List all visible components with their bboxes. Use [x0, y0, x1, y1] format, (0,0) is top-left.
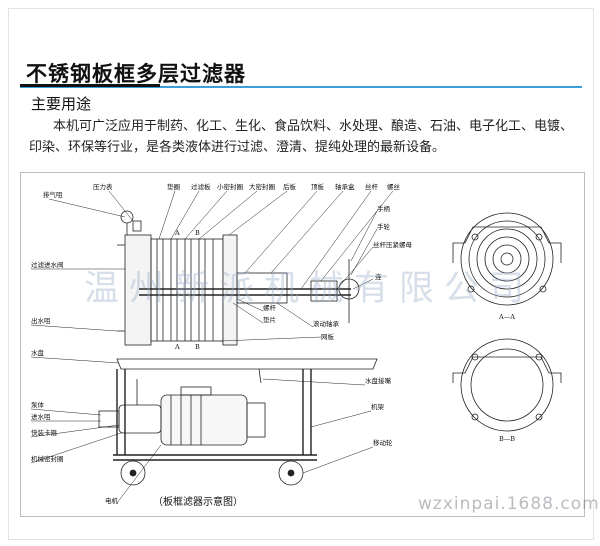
site-watermark: wzxinpai.1688.com — [418, 494, 600, 514]
company-watermark: 温州新派机械有限公司 — [84, 269, 535, 309]
page-title: 不锈钢板框多层过滤器 — [26, 62, 246, 86]
label-handwheel: 手轮 — [377, 222, 391, 231]
label-screw: 丝杆 — [365, 182, 379, 191]
label-top-board: 顶板 — [311, 182, 325, 191]
label-filter-inlet: 过滤进水阀 — [31, 260, 64, 269]
label-a-bottom: A — [174, 343, 180, 351]
label-rolling-bearing: 滚动轴承 — [313, 319, 340, 328]
label-inlet: 进水咀 — [31, 412, 51, 421]
filter-press-drawing — [98, 210, 378, 486]
label-water-tray: 水盘 — [31, 348, 45, 357]
label-small-seal: 小密封圈 — [217, 182, 243, 191]
label-motor: 电机 — [105, 496, 119, 505]
label-a-top: A — [174, 229, 180, 237]
label-nut: 螺丝 — [387, 182, 401, 191]
description-text: 本机可广泛应用于制药、化工、生化、食品饮料、水处理、酿造、石油、电子化工、电镀、… — [29, 119, 574, 155]
label-clamp: 快装卡箍 — [31, 428, 58, 437]
label-frame: 机架 — [371, 402, 385, 411]
label-lead-nut: 丝杆压紧螺母 — [373, 240, 413, 249]
label-vent: 排气咀 — [43, 190, 63, 199]
label-mesh: 网板 — [321, 332, 335, 341]
label-b-top: B — [195, 229, 200, 237]
label-wheel: 移动轮 — [373, 438, 393, 447]
page-frame — [8, 8, 594, 540]
label-pump: 泵体 — [31, 400, 45, 409]
label-large-seal: 大密封圈 — [249, 182, 275, 191]
label-section-b: B—B — [499, 435, 515, 443]
label-washer: 垫片 — [263, 315, 276, 324]
diagram-caption: （板框滤器示意图） — [153, 495, 243, 508]
label-gasket: 垫圈 — [167, 182, 180, 191]
label-section-a: A—A — [498, 313, 515, 321]
filter-diagram: 排气咀 压力表 垫圈 过滤板 小密封圈 大密封圈 后板 顶板 轴承盒 丝杆 螺丝… — [20, 172, 585, 517]
title-underline — [20, 84, 582, 88]
label-b-bottom: B — [195, 343, 200, 351]
label-connector: 连 — [375, 272, 382, 281]
label-gauge: 压力表 — [93, 182, 113, 191]
label-filter-board: 过滤板 — [191, 182, 211, 191]
label-bearing-box: 轴承盒 — [335, 182, 355, 191]
leader-lines — [30, 190, 394, 504]
label-outlet: 出水咀 — [31, 316, 51, 325]
section-a-drawing — [452, 212, 562, 306]
label-tray-outlet: 水盘接嘴 — [365, 376, 392, 385]
label-handle: 手柄 — [377, 204, 391, 213]
label-back-board: 后板 — [283, 182, 297, 191]
label-bolt: 螺杆 — [263, 303, 277, 312]
label-pump-seal: 机械密封圈 — [31, 454, 64, 463]
section-subtitle: 主要用途 — [31, 95, 92, 113]
section-b-drawing — [452, 338, 562, 432]
